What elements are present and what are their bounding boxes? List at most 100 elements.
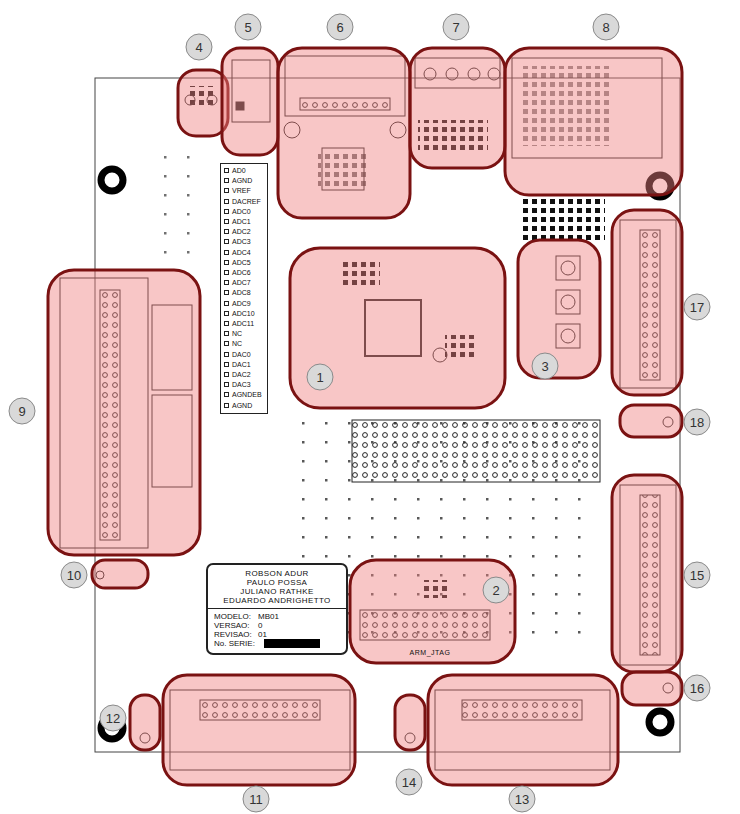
callout-number: 15 xyxy=(690,569,704,582)
highlight-region xyxy=(612,475,682,672)
pin-name: ADC5 xyxy=(224,258,264,268)
callout-circle xyxy=(186,34,212,60)
highlight-region xyxy=(130,695,160,750)
field-value: MB01 xyxy=(258,612,279,621)
mounting-hole xyxy=(649,711,671,733)
callout-number: 10 xyxy=(67,569,81,582)
callout-number: 16 xyxy=(690,682,704,695)
serial-bar xyxy=(264,639,320,648)
callout-number: 5 xyxy=(244,21,251,34)
part-label: ARM_JTAG xyxy=(410,649,451,656)
callout-number: 7 xyxy=(452,21,459,34)
pin-name: DAC0 xyxy=(224,350,264,360)
field-name: MODELO: xyxy=(214,612,258,621)
field-name: REVISAO: xyxy=(214,630,258,639)
callout-circle xyxy=(9,398,35,424)
pin-name: ADC4 xyxy=(224,248,264,258)
field-row: VERSAO:0 xyxy=(214,621,340,630)
callout-number: 6 xyxy=(336,21,343,34)
pin-name: ADC11 xyxy=(224,319,264,329)
highlight-region xyxy=(612,210,682,395)
author-name: PAULO POSSA xyxy=(214,578,340,587)
pin-name: AGND xyxy=(224,176,264,186)
field-value: 01 xyxy=(258,630,267,639)
highlight-region xyxy=(222,48,278,155)
callout-circle xyxy=(684,675,710,701)
highlight-region xyxy=(505,48,682,195)
field-name: VERSAO: xyxy=(214,621,258,630)
author-name: JULIANO RATHKE xyxy=(214,587,340,596)
callout-number: 1 xyxy=(316,371,323,384)
callout-circle xyxy=(396,769,422,795)
callout-circle xyxy=(509,786,535,812)
pin-name: ADC7 xyxy=(224,278,264,288)
callout-number: 3 xyxy=(541,360,548,373)
callout-circle xyxy=(593,14,619,40)
pin-name: ADC6 xyxy=(224,268,264,278)
pin-name: NC xyxy=(224,339,264,349)
highlight-region xyxy=(410,48,505,168)
highlight-region xyxy=(92,560,148,588)
callout-circle xyxy=(684,409,710,435)
callout-circle xyxy=(483,577,509,603)
highlight-region xyxy=(620,405,682,437)
callout-circles xyxy=(9,14,710,812)
pin-name: ADC0 xyxy=(224,207,264,217)
highlight-region xyxy=(350,560,515,663)
field-name: No. SERIE: xyxy=(214,639,258,648)
pin-header xyxy=(352,420,600,482)
field-row: MODELO:MB01 xyxy=(214,612,340,621)
pin-name: DACREF xyxy=(224,197,264,207)
highlight-region xyxy=(48,270,200,555)
pin-name: DAC3 xyxy=(224,380,264,390)
callout-number: 18 xyxy=(690,416,704,429)
callout-number: 8 xyxy=(602,21,609,34)
pin-name: AGNDEB xyxy=(224,390,264,400)
highlight-regions xyxy=(48,48,682,785)
highlight-region xyxy=(278,48,410,218)
callout-number: 12 xyxy=(106,712,120,725)
pin-name: DAC1 xyxy=(224,360,264,370)
highlight-region xyxy=(163,675,355,785)
pin-name: ADC8 xyxy=(224,288,264,298)
divider-line xyxy=(208,608,346,609)
pin-name: ADC3 xyxy=(224,237,264,247)
field-row: REVISAO:01 xyxy=(214,630,340,639)
callout-circle xyxy=(100,705,126,731)
callout-number: 17 xyxy=(690,301,704,314)
author-name: EDUARDO ANDRIGHETTO xyxy=(214,596,340,605)
highlight-region xyxy=(518,240,600,378)
callout-number: 13 xyxy=(515,793,529,806)
pin-name: AD0 xyxy=(224,166,264,176)
callout-number: 11 xyxy=(249,793,263,806)
pin-name: ADC1 xyxy=(224,217,264,227)
pin-list-box: AD0AGNDVREFDACREFADC0ADC1ADC2ADC3ADC4ADC… xyxy=(220,163,268,414)
highlight-region xyxy=(290,248,505,408)
mounting-hole xyxy=(101,169,123,191)
callout-circle xyxy=(243,786,269,812)
pin-name: DAC2 xyxy=(224,370,264,380)
callout-number: 2 xyxy=(492,584,499,597)
callout-circle xyxy=(327,14,353,40)
callout-number: 4 xyxy=(195,41,202,54)
highlight-region xyxy=(428,675,618,785)
pin-name: AGND xyxy=(224,401,264,411)
field-value: 0 xyxy=(258,621,262,630)
title-block: ROBSON ADURPAULO POSSAJULIANO RATHKEEDUA… xyxy=(206,563,348,655)
callout-circle xyxy=(443,14,469,40)
callout-circle xyxy=(61,562,87,588)
pin-name: ADC2 xyxy=(224,227,264,237)
callout-number: 9 xyxy=(18,405,25,418)
author-name: ROBSON ADUR xyxy=(214,569,340,578)
highlight-region xyxy=(395,695,425,750)
callout-circle xyxy=(307,364,333,390)
callout-circle xyxy=(532,353,558,379)
pin-name: NC xyxy=(224,329,264,339)
via-field xyxy=(150,140,210,270)
pin-name: VREF xyxy=(224,186,264,196)
pin-name: ADC9 xyxy=(224,299,264,309)
callout-circle xyxy=(684,294,710,320)
callout-circle xyxy=(235,14,261,40)
